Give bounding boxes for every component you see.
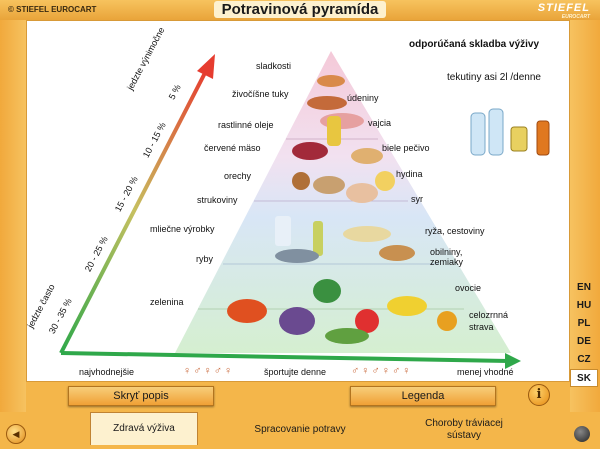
language-switcher: EN HU PL DE CZ SK xyxy=(570,279,598,387)
lang-cz[interactable]: CZ xyxy=(577,354,591,365)
suitability-arrow-head xyxy=(505,353,521,369)
logo-text: STIEFEL xyxy=(537,2,590,14)
frequency-arrow xyxy=(59,68,209,354)
hide-description-button[interactable]: Skryť popis xyxy=(68,386,214,406)
tab-choroby-traviacej-sustavy[interactable]: Choroby tráviacej sústavy xyxy=(425,418,503,441)
lang-en[interactable]: EN xyxy=(577,282,591,293)
label-sportujte-denne: športujte denne xyxy=(264,367,327,377)
info-button[interactable]: i xyxy=(528,384,550,406)
label-menej-vhodne: menej vhodné xyxy=(457,367,514,377)
label-celozrnna-strava: celozrnná strava xyxy=(469,310,509,332)
recommendation-title: odporúčaná skladba výživy xyxy=(409,39,540,50)
label-rastlinne-oleje: rastlinné oleje xyxy=(218,120,274,130)
lang-de[interactable]: DE xyxy=(577,336,591,347)
drinks-illustration xyxy=(470,108,550,156)
lang-sk[interactable]: SK xyxy=(570,369,598,387)
label-ovocie: ovocie xyxy=(455,283,482,293)
label-orechy: orechy xyxy=(224,171,252,181)
label-mliecne-vyrobky: mliečne výrobky xyxy=(150,224,215,234)
tab-zdrava-vyziva[interactable]: Zdravá výživa xyxy=(90,412,198,445)
pyramid-shape xyxy=(175,51,511,353)
food-illustrations xyxy=(227,75,457,344)
label-najvhodnejsie: najvhodnejšie xyxy=(79,367,135,377)
logo-sub: EUROCART xyxy=(561,14,590,20)
label-hydina: hydina xyxy=(396,169,423,179)
label-syr: syr xyxy=(411,194,423,204)
legend-button[interactable]: Legenda xyxy=(350,386,496,406)
back-button[interactable]: ◀ xyxy=(6,424,26,444)
tab-spracovanie-potravy[interactable]: Spracovanie potravy xyxy=(254,424,346,435)
sport-figures-right: ♂♀♂♀♂♀ xyxy=(351,365,413,377)
lang-pl[interactable]: PL xyxy=(577,318,591,329)
page-title: Potravinová pyramída xyxy=(0,0,600,20)
label-obilniny-zemiaky: obilniny, zemiaky xyxy=(430,247,464,267)
close-button[interactable] xyxy=(574,426,590,442)
label-ryza-cestoviny: ryža, cestoviny xyxy=(425,226,485,236)
suitability-arrow xyxy=(60,351,510,363)
brand-copyright: © STIEFEL EUROCART xyxy=(8,5,97,14)
pyramid-canvas: sladkosti živočíšne tuky rastlinné oleje… xyxy=(25,20,570,382)
label-ryby: ryby xyxy=(196,254,214,264)
pyramid-graphic xyxy=(59,51,550,369)
label-udeniny: údeniny xyxy=(347,93,379,103)
sport-figures-left: ♀♂♀♂♀ xyxy=(183,365,235,377)
label-cervene-maso: červené mäso xyxy=(204,143,261,153)
label-strukoviny: strukoviny xyxy=(197,195,238,205)
label-sladkosti: sladkosti xyxy=(256,61,292,71)
frequency-arrow-head xyxy=(197,54,215,79)
page-title-text: Potravinová pyramída xyxy=(213,1,387,18)
lang-hu[interactable]: HU xyxy=(576,300,592,311)
label-biele-pecivo: biele pečivo xyxy=(382,143,430,153)
left-sidebar xyxy=(0,20,26,449)
label-zelenina: zelenina xyxy=(150,297,184,307)
label-zivocisne-tuky: živočíšne tuky xyxy=(232,89,289,99)
label-vajcia: vajcia xyxy=(368,118,392,128)
fluids-text: tekutiny asi 2l /denne xyxy=(447,72,541,83)
